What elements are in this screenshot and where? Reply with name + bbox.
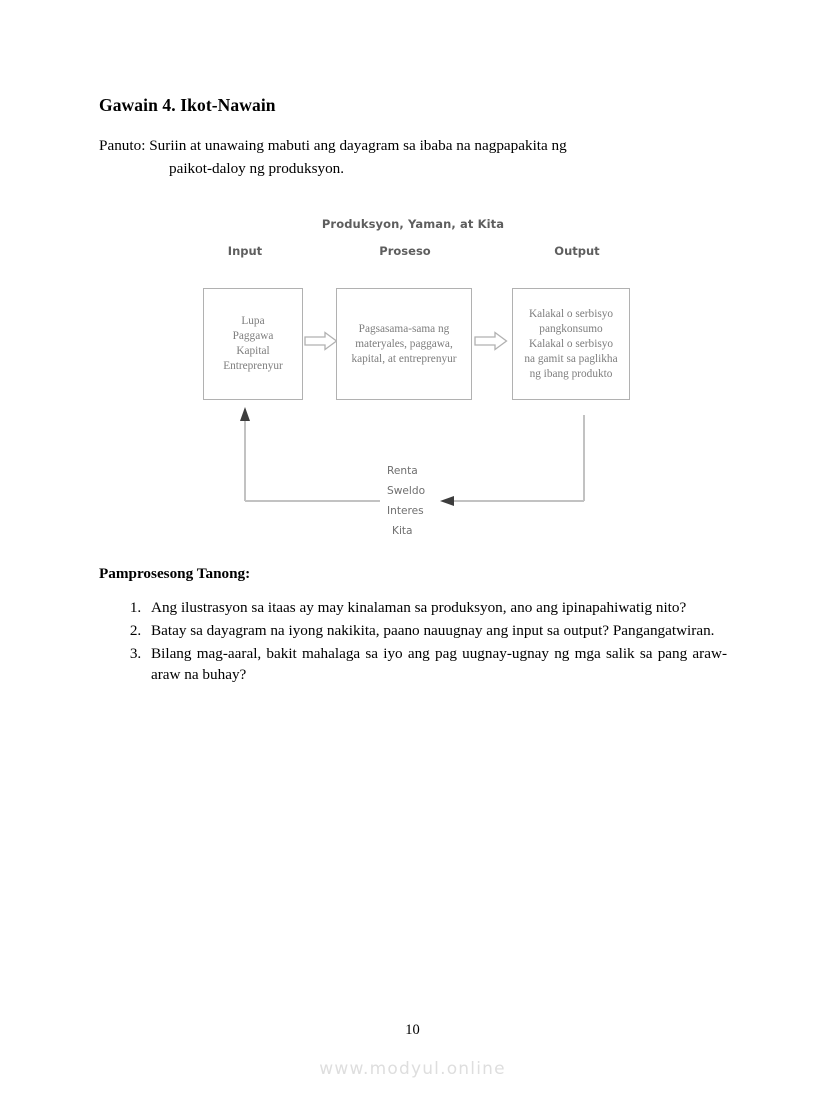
node-line: Kalakal o serbisyo (528, 307, 614, 320)
questions-heading: Pamprosesong Tanong: (99, 565, 251, 583)
question-item: Batay sa dayagram na iyong nakikita, paa… (145, 620, 727, 642)
feedback-label-renta: Renta (387, 465, 418, 478)
diagram-node-output-text: Kalakal o serbisyo pangkonsumo Kalakal o… (519, 307, 622, 382)
diagram-column-label-proseso: Proseso (379, 244, 431, 259)
node-line: na gamit sa paglikha (524, 352, 618, 365)
instruction-line-2: paikot-daloy ng produksyon. (169, 159, 345, 177)
question-item: Ang ilustrasyon sa itaas ay may kinalama… (145, 597, 727, 619)
diagram-node-proseso: Pagsasama-sama ng materyales, paggawa, k… (336, 288, 472, 401)
node-line: Lupa (241, 315, 265, 328)
diagram-node-input-text: Lupa Paggawa Kapital Entreprenyur (218, 314, 288, 374)
instruction-paragraph: Panuto: Suriin at unawaing mabuti ang da… (99, 135, 727, 179)
page-number: 10 (405, 1022, 420, 1038)
production-flow-diagram: Produksyon, Yaman, at Kita Input Proseso… (99, 213, 727, 543)
node-line: kapital, at entreprenyur (351, 352, 457, 365)
question-item: Bilang mag-aaral, bakit mahalaga sa iyo … (145, 643, 727, 686)
node-line: Kalakal o serbisyo (528, 337, 614, 350)
diagram-node-input: Lupa Paggawa Kapital Entreprenyur (203, 288, 303, 401)
instruction-line-1: Suriin at unawaing mabuti ang dayagram s… (149, 137, 567, 154)
node-line: materyales, paggawa, (355, 337, 453, 350)
instruction-label: Panuto: (99, 137, 146, 154)
diagram-node-proseso-text: Pagsasama-sama ng materyales, paggawa, k… (346, 322, 461, 367)
node-line: Pagsasama-sama ng (358, 322, 450, 335)
feedback-label-interes: Interes (387, 505, 424, 518)
feedback-label-kita: Kita (392, 525, 413, 538)
node-line: Entreprenyur (223, 360, 283, 373)
diagram-column-label-output: Output (554, 244, 600, 259)
arrow-input-to-proseso-icon (304, 331, 338, 351)
node-line: Paggawa (232, 330, 274, 343)
arrow-proseso-to-output-icon (474, 331, 508, 351)
feedback-label-sweldo: Sweldo (387, 485, 426, 498)
diagram-node-output: Kalakal o serbisyo pangkonsumo Kalakal o… (512, 288, 630, 401)
feedback-loop-path-icon (240, 407, 585, 507)
questions-list: Ang ilustrasyon sa itaas ay may kinalama… (99, 597, 727, 686)
watermark: www.modyul.online (319, 1059, 506, 1079)
node-line: ng ibang produkto (529, 367, 613, 380)
page-title: Gawain 4. Ikot-Nawain (99, 95, 276, 115)
diagram-feedback-loop: Renta Sweldo Interes Kita (99, 403, 727, 543)
page-content: Gawain 4. Ikot-Nawain Panuto: Suriin at … (99, 95, 727, 687)
diagram-column-label-input: Input (227, 244, 263, 259)
diagram-title: Produksyon, Yaman, at Kita (321, 217, 505, 232)
node-line: Kapital (236, 345, 270, 358)
node-line: pangkonsumo (539, 322, 603, 335)
